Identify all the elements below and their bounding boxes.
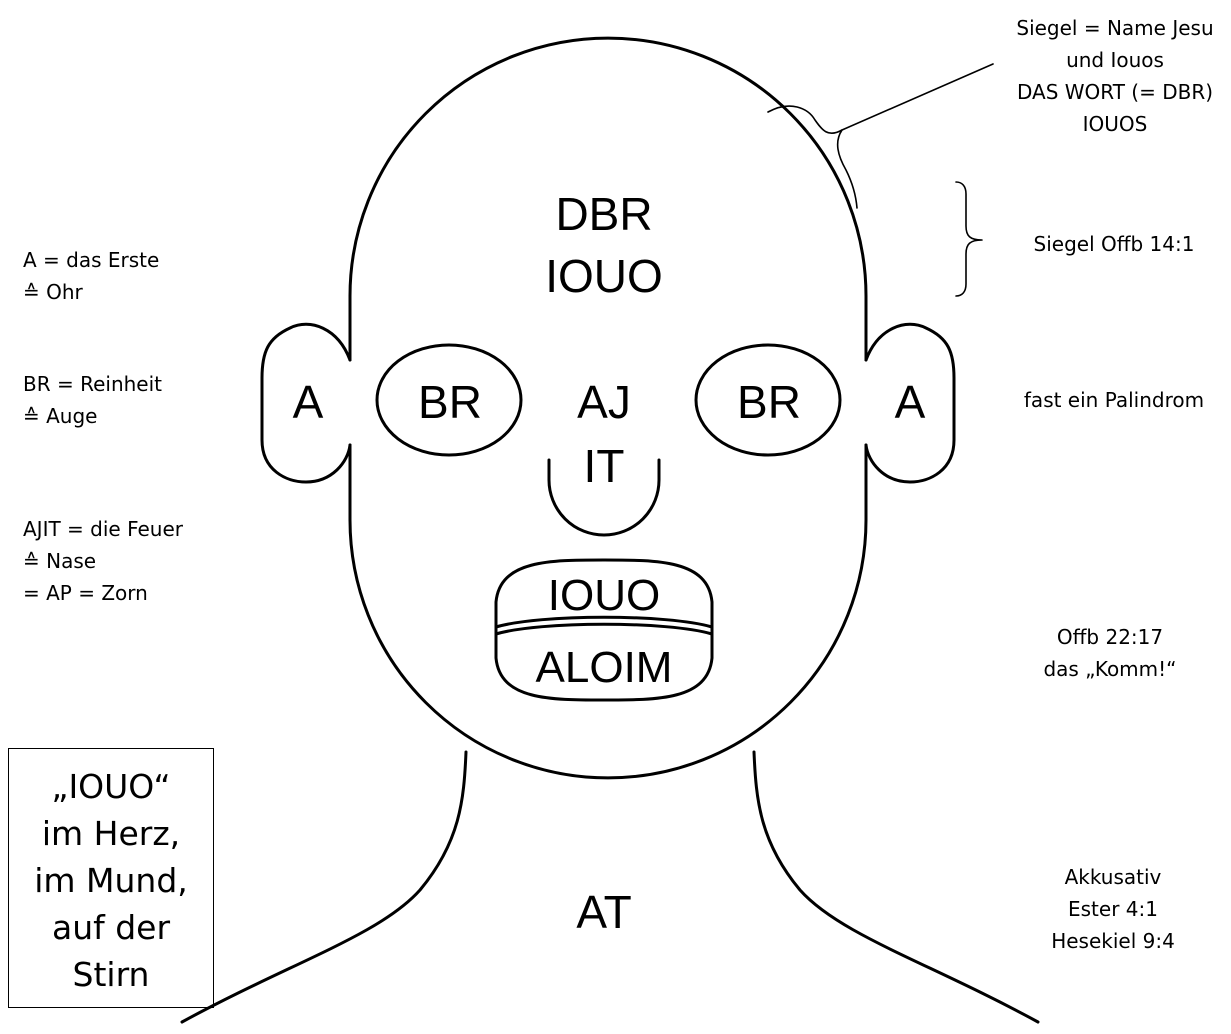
note-accusative: Akkusativ Ester 4:1 Hesekiel 9:4 <box>1032 861 1194 957</box>
heart-mouth-forehead-box: „IOUO“ im Herz, im Mund, auf der Stirn <box>8 748 214 1008</box>
note-line: ≙ Auge <box>23 400 162 432</box>
note-line: ≙ Nase <box>23 545 183 577</box>
note-come: Offb 22:17 das „Komm!“ <box>1020 621 1200 685</box>
mouth-text-lower: ALOIM <box>536 643 673 692</box>
note-line: das „Komm!“ <box>1020 653 1200 685</box>
neck-left <box>182 752 466 1022</box>
ear-left-text: A <box>293 376 324 428</box>
note-line: IOUOS <box>1002 108 1228 140</box>
nose-text-top: AJ <box>577 376 631 428</box>
note-seal-reference: Siegel Offb 14:1 <box>1014 228 1214 260</box>
forehead-text-bottom: IOUO <box>545 250 663 302</box>
note-line: ≙ Ohr <box>23 276 159 308</box>
note-line: DAS WORT (= DBR) <box>1002 76 1228 108</box>
box-line: „IOUO“ <box>9 763 213 810</box>
note-line: AJIT = die Feuer <box>23 513 183 545</box>
neck-text: AT <box>576 886 631 938</box>
note-palindrome: fast ein Palindrom <box>1006 384 1222 416</box>
note-nose: AJIT = die Feuer ≙ Nase = AP = Zorn <box>23 513 183 609</box>
note-line: BR = Reinheit <box>23 368 162 400</box>
note-ear: A = das Erste ≙ Ohr <box>23 244 159 308</box>
box-line: auf der <box>9 904 213 951</box>
note-line: Offb 22:17 <box>1020 621 1200 653</box>
box-line: Stirn <box>9 951 213 998</box>
mouth-text-upper: IOUO <box>548 571 660 620</box>
ear-right-text: A <box>895 376 926 428</box>
note-line: Ester 4:1 <box>1032 893 1194 925</box>
forehead-text-top: DBR <box>555 188 652 240</box>
note-line: Siegel = Name Jesu <box>1002 12 1228 44</box>
note-line: A = das Erste <box>23 244 159 276</box>
note-line: = AP = Zorn <box>23 577 183 609</box>
mouth-line <box>496 624 712 634</box>
eye-right-text: BR <box>737 376 801 428</box>
neck-right <box>754 752 1038 1022</box>
note-line: Hesekiel 9:4 <box>1032 925 1194 957</box>
note-eye: BR = Reinheit ≙ Auge <box>23 368 162 432</box>
seal-pointer-line <box>842 64 993 130</box>
box-line: im Herz, <box>9 810 213 857</box>
note-seal-name: Siegel = Name Jesu und Iouos DAS WORT (=… <box>1002 12 1228 140</box>
box-line: im Mund, <box>9 857 213 904</box>
note-line: Akkusativ <box>1032 861 1194 893</box>
nose-text-bottom: IT <box>584 440 625 492</box>
curly-brace <box>956 182 982 296</box>
note-line: und Iouos <box>1002 44 1228 76</box>
eye-left-text: BR <box>418 376 482 428</box>
